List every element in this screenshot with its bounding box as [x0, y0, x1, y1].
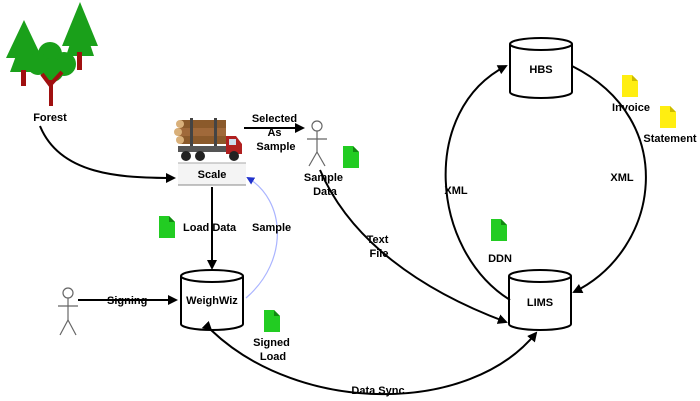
ddn-label: DDN: [488, 253, 512, 265]
signed-load-label: Signed Load: [253, 337, 293, 363]
signing-label: Signing: [107, 295, 147, 307]
load-data-document-icon: [159, 216, 175, 238]
selected-as-sample-label: Selected As Sample: [252, 113, 300, 153]
statement-document-icon: [660, 106, 676, 128]
load-data-label: Load Data: [183, 222, 237, 234]
invoice-document-icon: [622, 75, 638, 97]
weighwiz-to-scale-sample-arrow: [245, 176, 278, 299]
forest-label: Forest: [33, 112, 67, 124]
lims-to-hbs-xml-arrow: [444, 65, 511, 301]
text-file-label: Text File: [367, 234, 392, 260]
weighwiz-label: WeighWiz: [186, 295, 238, 307]
text-file-arrow: [319, 169, 508, 324]
sample-label: Sample: [252, 222, 291, 234]
sample-data-line: Data: [313, 186, 338, 198]
data-sync-label: Data Sync: [351, 385, 404, 397]
sample-data-label: Sample Data: [304, 172, 346, 198]
signed-load-line: Signed: [253, 337, 290, 349]
statement-label: Statement: [643, 133, 697, 145]
sample-data-document-icon: [343, 146, 359, 168]
hbs-database-icon: [509, 37, 573, 99]
signed-load-line: Load: [260, 351, 286, 363]
weighwiz-database-icon: [180, 269, 244, 331]
ddn-document-icon: [491, 219, 507, 241]
xml-right-label: XML: [610, 172, 634, 184]
lims-database-icon: [508, 269, 572, 331]
signed-load-document-icon: [264, 310, 280, 332]
stick-figure-icon: [58, 287, 78, 336]
invoice-label: Invoice: [612, 102, 650, 114]
sample-data-line: Sample: [304, 172, 343, 184]
data-sync-arrow: [201, 320, 538, 396]
selected-as-sample-line: As: [267, 127, 281, 139]
xml-left-label: XML: [444, 185, 468, 197]
scale-label: Scale: [198, 169, 227, 181]
forest-to-scale-arrow: [39, 125, 176, 183]
text-file-line: Text: [367, 234, 389, 246]
text-file-line: File: [370, 248, 389, 260]
hbs-to-lims-xml-arrow: [571, 65, 647, 293]
log-truck-icon: [174, 118, 242, 161]
selected-as-sample-line: Selected: [252, 113, 297, 125]
stick-figure-icon: [307, 120, 327, 167]
trees-icon: [6, 2, 98, 106]
selected-as-sample-line: Sample: [256, 141, 295, 153]
hbs-label: HBS: [529, 64, 552, 76]
lims-label: LIMS: [527, 297, 553, 309]
